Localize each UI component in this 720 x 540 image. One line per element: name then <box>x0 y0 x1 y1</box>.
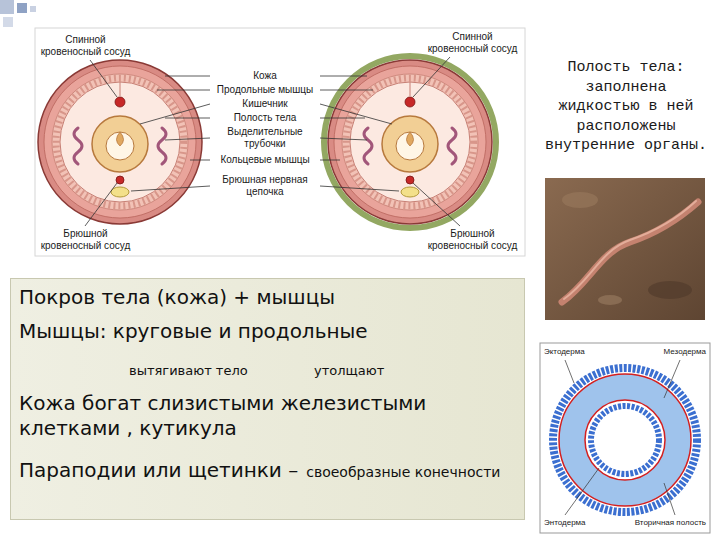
corner-square <box>3 17 13 27</box>
layer-label: Эктодерма <box>544 347 614 356</box>
leader-line <box>140 104 210 124</box>
part-label: Спинной кровеносный сосуд <box>425 31 520 54</box>
note-text: вытягивают тело <box>129 363 289 379</box>
soil-clump <box>648 281 692 299</box>
soil-clump <box>562 192 598 208</box>
mesoderm-outline <box>585 400 665 480</box>
part-label: Кишечник <box>215 98 315 110</box>
soil-layer <box>324 56 496 228</box>
leader-line <box>413 183 460 226</box>
germ-layer-frame <box>540 343 710 533</box>
leader-line <box>320 186 399 191</box>
worm-cross-section <box>328 60 492 224</box>
leader-line <box>565 468 599 515</box>
part-label: Брюшная нервная цепочка <box>215 174 315 197</box>
mesoderm-ring <box>572 387 678 493</box>
part-label: Продольные мышцы <box>215 84 315 96</box>
leader-line <box>320 90 373 91</box>
panel-text: Покров тела (кожа) + мышцы <box>19 285 514 310</box>
part-label: Брюшной кровеносный сосуд <box>425 228 520 251</box>
worm-cross-section <box>38 60 202 224</box>
mesoderm-outline <box>559 374 691 506</box>
part-label: Выделительные трубочки <box>215 126 315 149</box>
leader-line <box>190 160 210 161</box>
note-text: Полость тела: заполнена жидкостью в ней … <box>542 58 710 156</box>
part-label: Спинной кровеносный сосуд <box>38 34 133 57</box>
layer-label: Мезодерма <box>648 347 706 356</box>
corner-square <box>0 0 14 14</box>
panel-paragraph: Параподии или щетинки – своеобразные коне… <box>19 457 514 483</box>
panel-text: своеобразные конечности <box>306 464 500 480</box>
leader-line <box>320 160 340 161</box>
note-text: утолщают <box>314 363 464 379</box>
earthworm-photo <box>545 178 705 320</box>
leader-line <box>157 90 210 91</box>
leader-line <box>165 118 210 119</box>
leader-lines <box>565 360 680 515</box>
endoderm-ring <box>591 406 659 474</box>
part-label: Полость тела <box>215 112 315 124</box>
ectoderm-ring <box>553 368 697 512</box>
leader-line <box>165 76 210 77</box>
leader-line <box>664 483 675 515</box>
corner-square <box>17 3 27 13</box>
part-label: Брюшной кровеносный сосуд <box>38 228 133 251</box>
panel-text: Кожа богат слизистыми железистыми клетка… <box>19 391 514 441</box>
part-label: Кольцевые мышцы <box>215 154 315 166</box>
text-panel: Покров тела (кожа) + мышцыМышцы: круговы… <box>10 278 525 520</box>
leader-lines <box>85 57 460 226</box>
leader-line <box>320 76 367 77</box>
leader-line <box>413 57 450 97</box>
leader-line <box>320 138 367 140</box>
leader-line <box>320 118 365 119</box>
leader-line <box>85 183 117 226</box>
leader-line <box>165 138 210 140</box>
corner-square <box>30 6 36 12</box>
leader-line <box>664 360 680 398</box>
leader-line <box>565 360 574 383</box>
panel-text: Параподии или щетинки – <box>19 458 298 482</box>
soil-clump <box>598 295 622 305</box>
part-label: Кожа <box>215 70 315 82</box>
earthworm <box>562 202 698 302</box>
leader-line <box>131 186 210 191</box>
leader-line <box>320 104 392 124</box>
leader-line <box>90 60 117 97</box>
layer-label: Вторичная полость <box>620 518 706 527</box>
figure-frame <box>35 28 525 256</box>
layer-label: Энтодерма <box>544 518 614 527</box>
panel-text: Мышцы: круговые и продольные <box>19 319 514 344</box>
earthworm-highlight <box>564 201 696 299</box>
